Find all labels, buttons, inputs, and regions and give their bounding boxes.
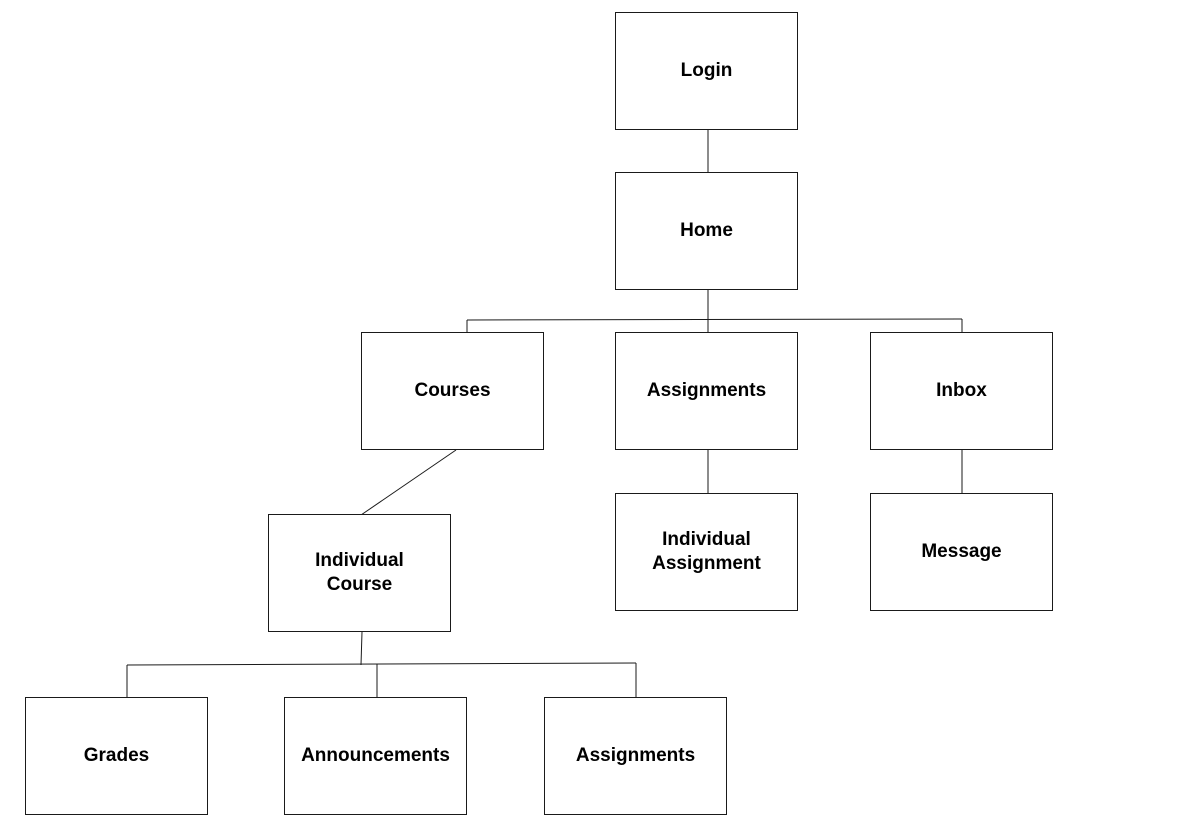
node-individual-course-label: Individual Course — [315, 550, 404, 595]
node-message: Message — [870, 493, 1053, 611]
node-assignments-label: Assignments — [646, 380, 767, 401]
node-individual-assignment: Individual Assignment — [615, 493, 798, 611]
node-login: Login — [615, 12, 798, 130]
node-assignments: Assignments — [615, 332, 798, 450]
node-announcements: Announcements — [284, 697, 467, 815]
node-inbox-label: Inbox — [936, 380, 987, 401]
node-grades-label: Grades — [83, 745, 150, 766]
edge-individual-course-branch-bar — [126, 662, 637, 666]
edge-individual-course-trunk — [360, 631, 363, 666]
node-course-assignments: Assignments — [544, 697, 727, 815]
node-home-label: Home — [680, 220, 733, 241]
node-inbox: Inbox — [870, 332, 1053, 450]
node-courses-label: Courses — [414, 380, 491, 401]
edge-home-branch-bar — [466, 318, 963, 321]
node-home: Home — [615, 172, 798, 290]
edge-courses-individual-course — [360, 449, 457, 516]
node-individual-course: Individual Course — [268, 514, 451, 632]
node-courses: Courses — [361, 332, 544, 450]
node-grades: Grades — [25, 697, 208, 815]
node-individual-assignment-label: Individual Assignment — [652, 529, 761, 574]
node-message-label: Message — [921, 541, 1002, 562]
node-login-label: Login — [680, 60, 733, 81]
node-course-assignments-label: Assignments — [575, 745, 696, 766]
node-announcements-label: Announcements — [301, 745, 450, 766]
